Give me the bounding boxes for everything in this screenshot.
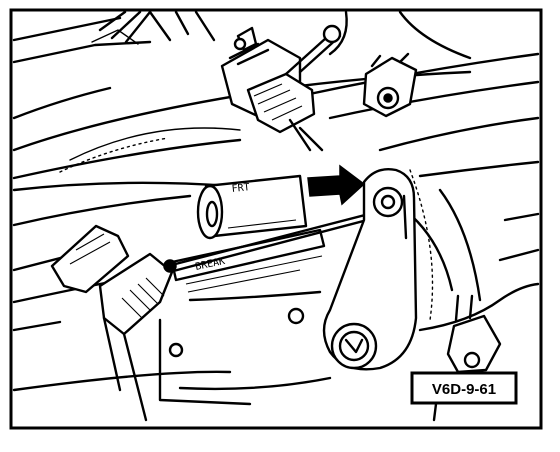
cylinder-housing: FRT (196, 174, 308, 240)
control-cable (158, 206, 394, 276)
bolts (168, 307, 305, 358)
diagram-code-label: V6D-9-61 (432, 381, 496, 398)
upper-fastener-assembly (220, 24, 342, 152)
cable-end-fitting (50, 224, 177, 422)
code-label-box: V6D-9-61 (410, 371, 518, 422)
background-linework (12, 10, 540, 406)
part-label-frt: FRT (231, 182, 250, 195)
upper-right-clip (362, 52, 418, 118)
direction-arrow (307, 164, 366, 206)
lower-right-clip (446, 294, 502, 374)
lever-arm (322, 168, 418, 371)
